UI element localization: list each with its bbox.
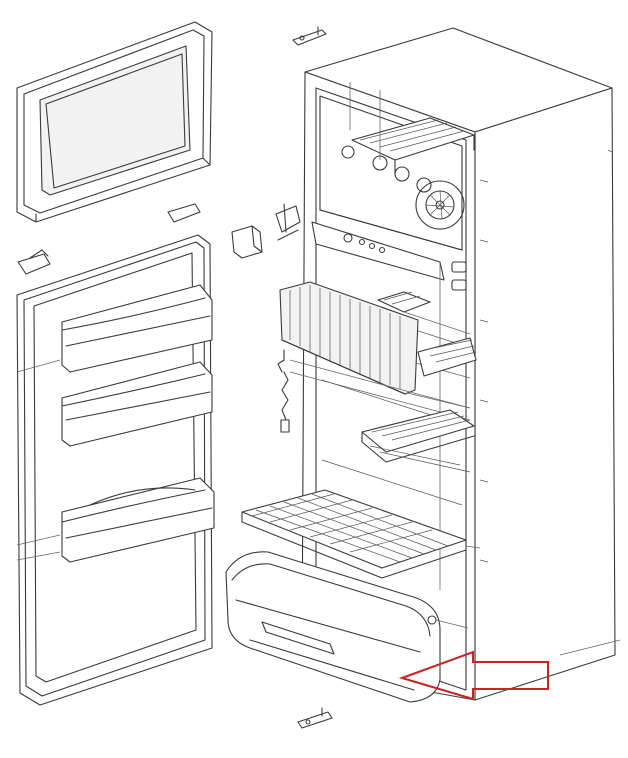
fridge-door [16,234,215,706]
wire-shelf [241,489,481,579]
highlight-arrow [398,650,549,701]
small-shelf-parts [361,291,477,473]
freezer-door [16,21,213,223]
evaporator [277,281,471,433]
hinge-parts [17,26,333,729]
ground-line [559,639,621,656]
crisper-drawer [225,551,469,703]
